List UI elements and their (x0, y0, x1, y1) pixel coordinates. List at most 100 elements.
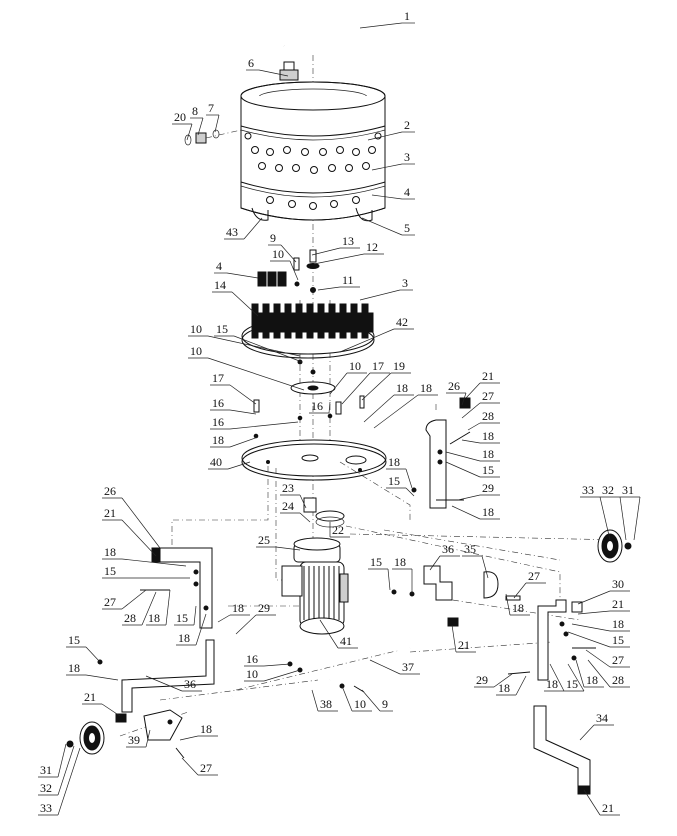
callout: 29 (457, 481, 500, 501)
callout-number: 21 (458, 638, 470, 652)
callout-leader (405, 468, 413, 489)
callout: 18 (445, 447, 500, 462)
base-plate (241, 439, 387, 481)
callout: 18 (575, 659, 604, 688)
callout: 27 (102, 589, 147, 610)
callout-leader (575, 659, 585, 688)
callout: 12 (313, 240, 384, 265)
callout-number: 18 (482, 429, 494, 443)
callout-leader (577, 610, 611, 615)
callout-number: 25 (258, 533, 270, 547)
callout: 34 (579, 711, 614, 741)
callout-leader (197, 117, 204, 136)
callout: 21 (583, 789, 620, 816)
callout: 18 (102, 545, 187, 567)
right-upper-leg (411, 397, 471, 509)
callout-leader (577, 590, 611, 605)
callout-number: 27 (528, 569, 540, 583)
callout: 18 (461, 429, 500, 444)
callout-leader (121, 589, 147, 610)
callout-number: 15 (176, 611, 188, 625)
callout-number: 29 (482, 481, 494, 495)
rubber-finger (262, 321, 270, 339)
callout-number: 18 (498, 681, 510, 695)
callout: 18 (392, 555, 413, 594)
callout-leader (207, 357, 305, 391)
callout-number: 18 (612, 617, 624, 631)
callout: 10 (329, 359, 367, 395)
callout: 24 (280, 499, 311, 523)
callout-leader (567, 631, 611, 648)
callout-leader (361, 689, 381, 712)
callout-number: 17 (212, 371, 224, 385)
callout-number: 12 (366, 240, 378, 254)
callout-number: 31 (40, 763, 52, 777)
callout: 39 (126, 729, 151, 748)
callout-leader (229, 409, 257, 415)
callout-number: 15 (612, 633, 624, 647)
callout-number: 16 (212, 415, 224, 429)
callout-leader (217, 614, 231, 623)
callout-leader (583, 789, 601, 816)
callout-leader (461, 439, 481, 444)
callout-number: 4 (404, 185, 410, 199)
callout: 18 (571, 617, 630, 632)
callout-leader (465, 382, 481, 399)
callout: 9 (361, 689, 393, 712)
callout-leader (145, 675, 183, 692)
callout-number: 36 (184, 677, 196, 691)
drum (240, 81, 386, 222)
right-rear-leg (507, 599, 596, 681)
callout-number: 18 (396, 381, 408, 395)
callout: 15 (214, 322, 303, 363)
callout-leader (549, 663, 565, 692)
callout-leader (567, 663, 585, 692)
callout-leader (587, 659, 611, 688)
callout-leader (141, 591, 157, 626)
callout: 18 (505, 593, 530, 616)
callout-number: 18 (232, 601, 244, 615)
callout-number: 15 (388, 474, 400, 488)
callout: 21 (451, 624, 476, 653)
callout-number: 21 (482, 369, 494, 383)
callout: 1 (359, 9, 415, 29)
callout: 31 (38, 743, 67, 778)
callout-number: 24 (282, 499, 294, 513)
callout-number: 15 (68, 633, 80, 647)
callout: 10 (270, 247, 299, 281)
callout-leader (243, 217, 263, 240)
callout-leader (85, 646, 101, 663)
callout-number: 27 (104, 595, 116, 609)
callout-leader (229, 421, 299, 430)
callout-leader (231, 291, 259, 317)
callout-leader (263, 669, 301, 682)
middle-bracket (391, 565, 521, 601)
callout-number: 18 (512, 601, 524, 615)
callout-number: 18 (482, 447, 494, 461)
callout-number: 3 (402, 276, 408, 290)
left-leg-frame (140, 547, 213, 629)
callout-number: 22 (332, 523, 344, 537)
callout-number: 18 (546, 677, 558, 691)
callout: 3 (359, 276, 413, 301)
callout-number: 15 (370, 555, 382, 569)
callout-number: 21 (84, 690, 96, 704)
callout: 27 (461, 389, 500, 419)
callout: 13 (311, 234, 360, 256)
callout-number: 31 (622, 483, 634, 497)
callout-number: 17 (372, 359, 384, 373)
callout-leader (619, 496, 627, 541)
callout-leader (226, 272, 259, 279)
callout-leader (317, 286, 341, 291)
callout-leader (258, 69, 289, 77)
hub-plate (290, 359, 336, 395)
callout-number: 18 (394, 555, 406, 569)
callout: 26 (102, 484, 161, 549)
callout-leader (359, 22, 403, 29)
callout-number: 32 (602, 483, 614, 497)
callout: 19 (361, 359, 411, 401)
callout-leader (515, 675, 527, 696)
callout: 22 (329, 522, 350, 538)
callout-number: 34 (596, 711, 608, 725)
